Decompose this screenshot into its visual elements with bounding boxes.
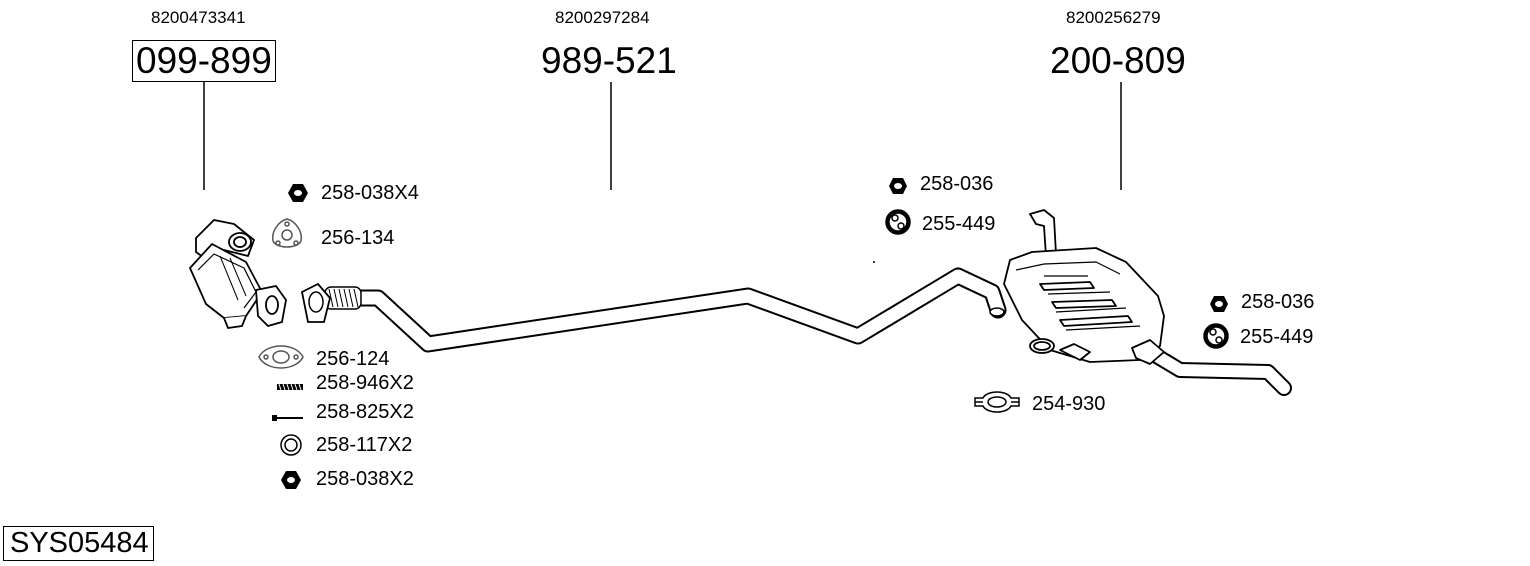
accessory-label[interactable]: 258-825X2 [316, 401, 414, 423]
accessory-label[interactable]: 258-946X2 [316, 372, 414, 394]
accessory-label[interactable]: 256-124 [316, 348, 390, 370]
accessory-label[interactable]: 255-449 [922, 213, 996, 235]
accessory-label[interactable]: 254-930 [1032, 393, 1106, 415]
accessory-label[interactable]: 258-038X2 [316, 468, 414, 490]
ring-icon [280, 434, 302, 456]
middle-pipe-drawing [300, 261, 1007, 353]
part-number-099-899[interactable]: 099-899 [132, 40, 276, 82]
nut-icon [281, 471, 301, 489]
system-code: SYS05484 [3, 526, 154, 562]
nut-icon [288, 184, 308, 202]
rear-silencer-drawing [1003, 209, 1292, 396]
rubber-hanger-icon [1203, 323, 1229, 349]
accessory-label[interactable]: 258-038X4 [321, 182, 419, 204]
accessory-label[interactable]: 258-117X2 [316, 434, 413, 456]
oem-number-1: 8200473341 [151, 8, 246, 27]
accessory-label[interactable]: 256-134 [321, 227, 395, 249]
bolt-icon [272, 415, 303, 421]
rubber-hanger-icon [885, 209, 911, 235]
nut-icon [1210, 296, 1228, 312]
accessory-label[interactable]: 255-449 [1240, 326, 1314, 348]
spring-icon [277, 383, 303, 391]
accessory-label[interactable]: 258-036 [920, 173, 994, 195]
oem-number-3: 8200256279 [1066, 8, 1161, 27]
clamp-icon [974, 391, 1020, 413]
oem-number-2: 8200297284 [555, 8, 650, 27]
part-number-200-809[interactable]: 200-809 [1050, 40, 1186, 81]
oval-gasket-icon [258, 345, 304, 369]
part-number-989-521[interactable]: 989-521 [541, 40, 677, 81]
catalytic-converter-drawing [189, 219, 287, 329]
accessory-label[interactable]: 258-036 [1241, 291, 1315, 313]
flange-gasket-icon [271, 218, 303, 248]
nut-icon [889, 178, 907, 194]
